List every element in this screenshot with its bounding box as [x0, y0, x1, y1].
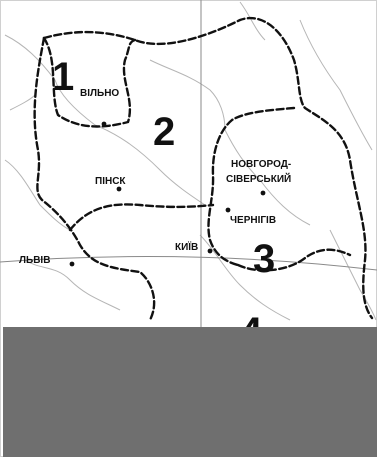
region-3-south-border — [236, 248, 352, 272]
region-label-3: 3 — [253, 237, 275, 281]
city-dot-chernihiv — [225, 207, 231, 213]
city-dot-kyiv — [207, 248, 213, 254]
region-label-1: 1 — [52, 55, 74, 99]
river-line — [224, 129, 311, 226]
city-label-chernihiv: ЧЕРНІГІВ — [230, 215, 276, 226]
river-line — [149, 59, 226, 131]
city-label-novgorod-1: НОВГОРОД- — [231, 159, 291, 170]
river-line — [4, 34, 96, 126]
river-line — [239, 1, 266, 41]
city-label-pinsk: ПІНСК — [95, 176, 126, 187]
city-dot-pinsk — [116, 186, 122, 192]
redaction-mask — [3, 327, 377, 457]
city-dot-vilno — [101, 121, 107, 127]
city-label-kyiv: КИЇВ — [175, 240, 198, 253]
city-dots — [69, 121, 266, 267]
city-label-lviv: ЛЬВІВ — [19, 255, 50, 266]
river-line — [24, 259, 121, 311]
river-line — [329, 229, 377, 321]
outer-border-west-south — [33, 36, 156, 322]
region-2-south-border — [68, 203, 215, 232]
region-1-border — [42, 36, 137, 128]
outer-border-north-east — [42, 17, 374, 320]
rivers — [4, 1, 377, 321]
city-dot-novgorod — [260, 190, 266, 196]
river-line — [94, 124, 206, 206]
city-dot-lviv — [69, 261, 75, 267]
river-line — [4, 159, 71, 231]
region-2-3-border — [207, 106, 296, 267]
river-line — [299, 19, 373, 151]
parallel-line — [0, 256, 377, 271]
borders — [33, 17, 374, 322]
region-label-2: 2 — [153, 110, 175, 154]
city-label-vilno: ВІЛЬНО — [80, 88, 119, 99]
city-label-novgorod-2: СІВЕРСЬКИЙ — [226, 172, 291, 185]
river-line — [9, 94, 36, 111]
river-line — [199, 234, 291, 321]
